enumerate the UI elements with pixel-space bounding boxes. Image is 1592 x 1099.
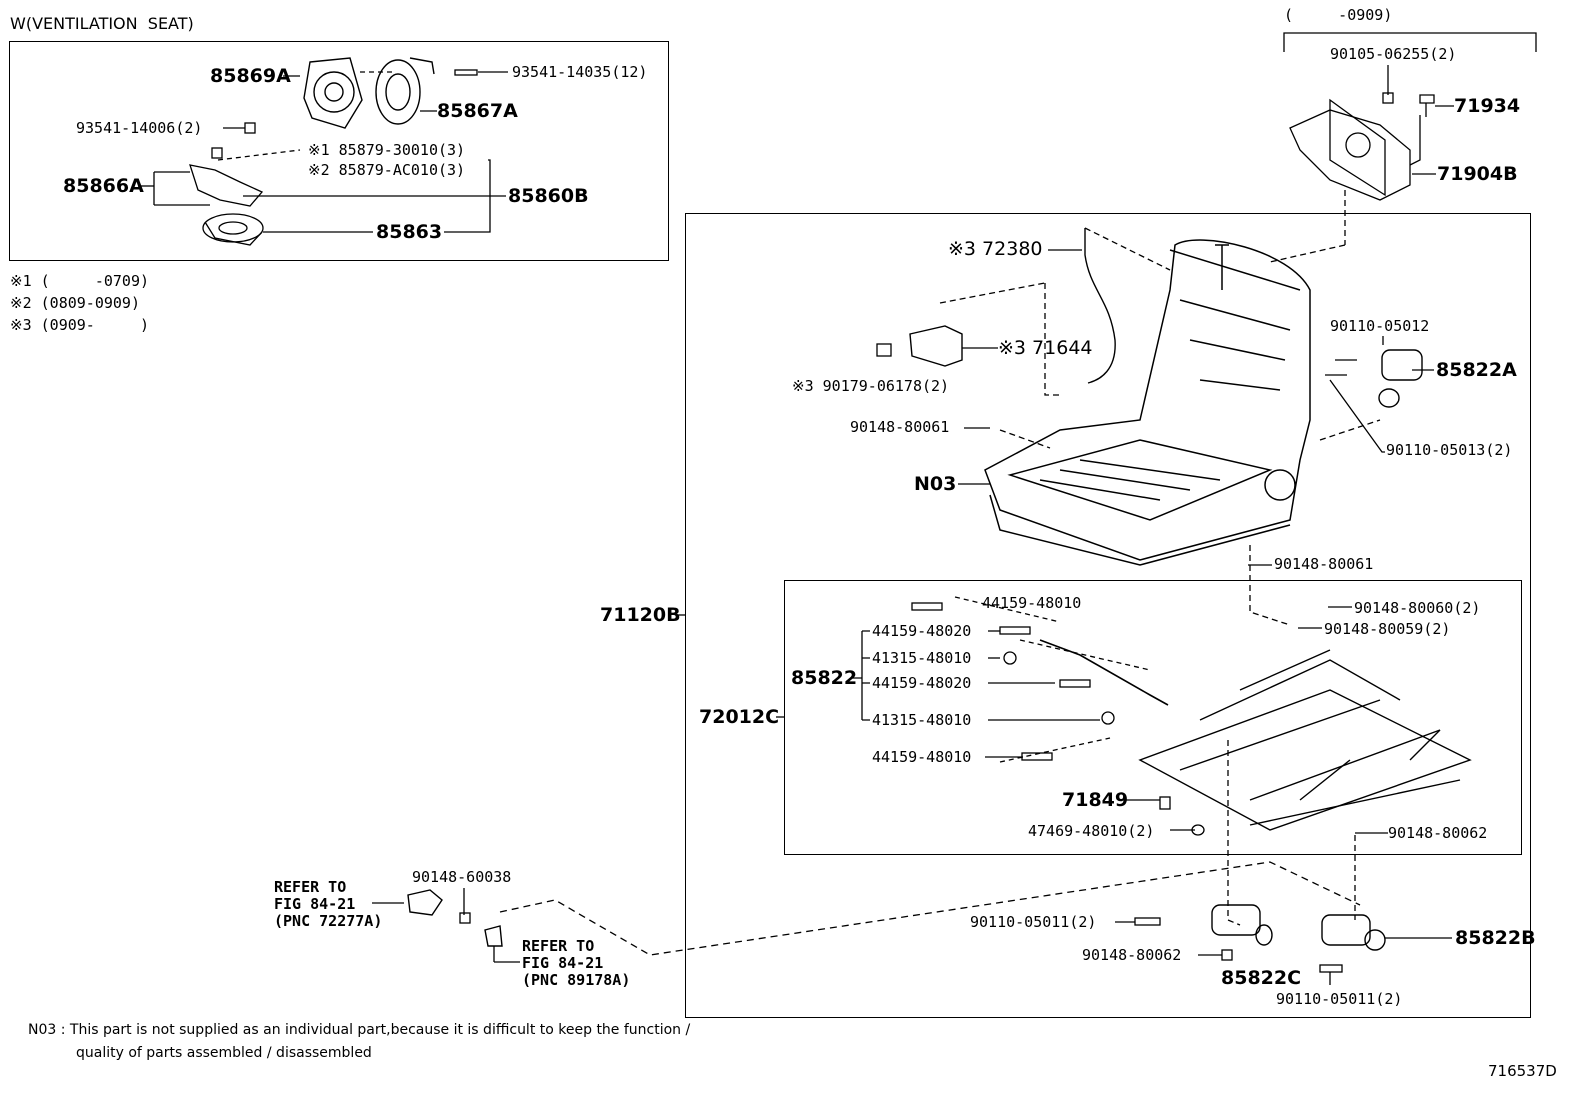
note-3: ※3 (0909- ) [10,316,149,334]
ref1-line2[interactable]: FIG 84-21 [274,895,356,913]
footnote-line2: quality of parts assembled / disassemble… [76,1045,372,1061]
part-90148-80061-upper[interactable]: 90148-80061 [850,418,950,436]
part-85822a[interactable]: 85822A [1436,359,1517,381]
part-90148-80062-lower[interactable]: 90148-80062 [1082,946,1182,964]
blower-housing-sketch [303,57,363,129]
duct-bracket-sketch [189,147,264,246]
track-frame [784,580,1522,855]
part-44159-48020-lower[interactable]: 44159-48020 [872,674,972,692]
part-44159-48020-upper[interactable]: 44159-48020 [872,622,972,640]
part-n03[interactable]: N03 [914,473,957,495]
motor-85822a-sketch [1378,349,1423,408]
part-71644[interactable]: ※3 71644 [998,337,1093,359]
part-85879-ac010[interactable]: ※2 85879-AC010(3) [308,161,466,179]
part-90148-80062-upper[interactable]: 90148-80062 [1388,824,1488,842]
part-71849[interactable]: 71849 [1062,789,1129,811]
inset-title: W(VENTILATION SEAT) [10,14,194,33]
screw-93541-14006 [244,122,256,134]
motor-85822b-sketch [1321,914,1386,951]
seat-frame-sketch [984,239,1311,566]
part-71904b[interactable]: 71904B [1437,163,1518,185]
part-44159-48010-lower[interactable]: 44159-48010 [872,748,972,766]
part-41315-48010-upper[interactable]: 41315-48010 [872,649,972,667]
part-85869a[interactable]: 85869A [210,65,291,87]
ref2-line2[interactable]: FIG 84-21 [522,954,604,972]
part-85860b[interactable]: 85860B [508,185,589,207]
ref2-line1: REFER TO [522,937,595,955]
main-frame [685,213,1531,1018]
seat-track-sketch [1138,649,1472,831]
fan-motor-sketch [375,57,435,125]
ref1-line3: (PNC 72277A) [274,912,383,930]
part-93541-14006[interactable]: 93541-14006(2) [76,119,203,137]
part-90110-05012[interactable]: 90110-05012 [1330,317,1430,335]
part-85822b[interactable]: 85822B [1455,927,1536,949]
part-90148-80061-lower[interactable]: 90148-80061 [1274,555,1374,573]
part-71934[interactable]: 71934 [1454,95,1521,117]
part-44159-48010-upper[interactable]: 44159-48010 [982,594,1082,612]
part-85879-30010[interactable]: ※1 85879-30010(3) [308,141,466,159]
part-90110-05011-left[interactable]: 90110-05011(2) [970,913,1097,931]
part-85822[interactable]: 85822 [791,667,858,689]
inset-frame [9,41,669,261]
motor-85822c-sketch [1211,904,1273,946]
note-1: ※1 ( -0709) [10,272,149,290]
part-90148-80060[interactable]: 90148-80060(2) [1354,599,1481,617]
part-47469-48010[interactable]: 47469-48010(2) [1028,822,1155,840]
part-85863[interactable]: 85863 [376,221,443,243]
footnote-line1: N03 : This part is not supplied as an in… [28,1022,691,1038]
figure-id: 716537D [1488,1062,1557,1080]
recliner-hinge-sketch [1289,98,1421,201]
part-72012c[interactable]: 72012C [699,706,780,728]
part-90110-05013[interactable]: 90110-05013(2) [1386,441,1513,459]
part-85867a[interactable]: 85867A [437,100,518,122]
part-93541-14035[interactable]: 93541-14035(12) [512,63,648,81]
part-90110-05011-right[interactable]: 90110-05011(2) [1276,990,1403,1008]
part-72380[interactable]: ※3 72380 [948,238,1043,260]
range-label: ( -0909) [1284,6,1393,24]
screw-93541-14035 [454,69,478,76]
part-90148-80059[interactable]: 90148-80059(2) [1324,620,1451,638]
note-2: ※2 (0809-0909) [10,294,140,312]
ref2-line3: (PNC 89178A) [522,971,631,989]
part-90148-60038[interactable]: 90148-60038 [412,868,512,886]
part-71120b[interactable]: 71120B [600,604,681,626]
part-90179-06178[interactable]: ※3 90179-06178(2) [792,377,950,395]
ref1-line1: REFER TO [274,878,347,896]
part-41315-48010-lower[interactable]: 41315-48010 [872,711,972,729]
part-85822c[interactable]: 85822C [1221,967,1302,989]
part-85866a[interactable]: 85866A [63,175,144,197]
part-90105-06255[interactable]: 90105-06255(2) [1330,45,1457,63]
